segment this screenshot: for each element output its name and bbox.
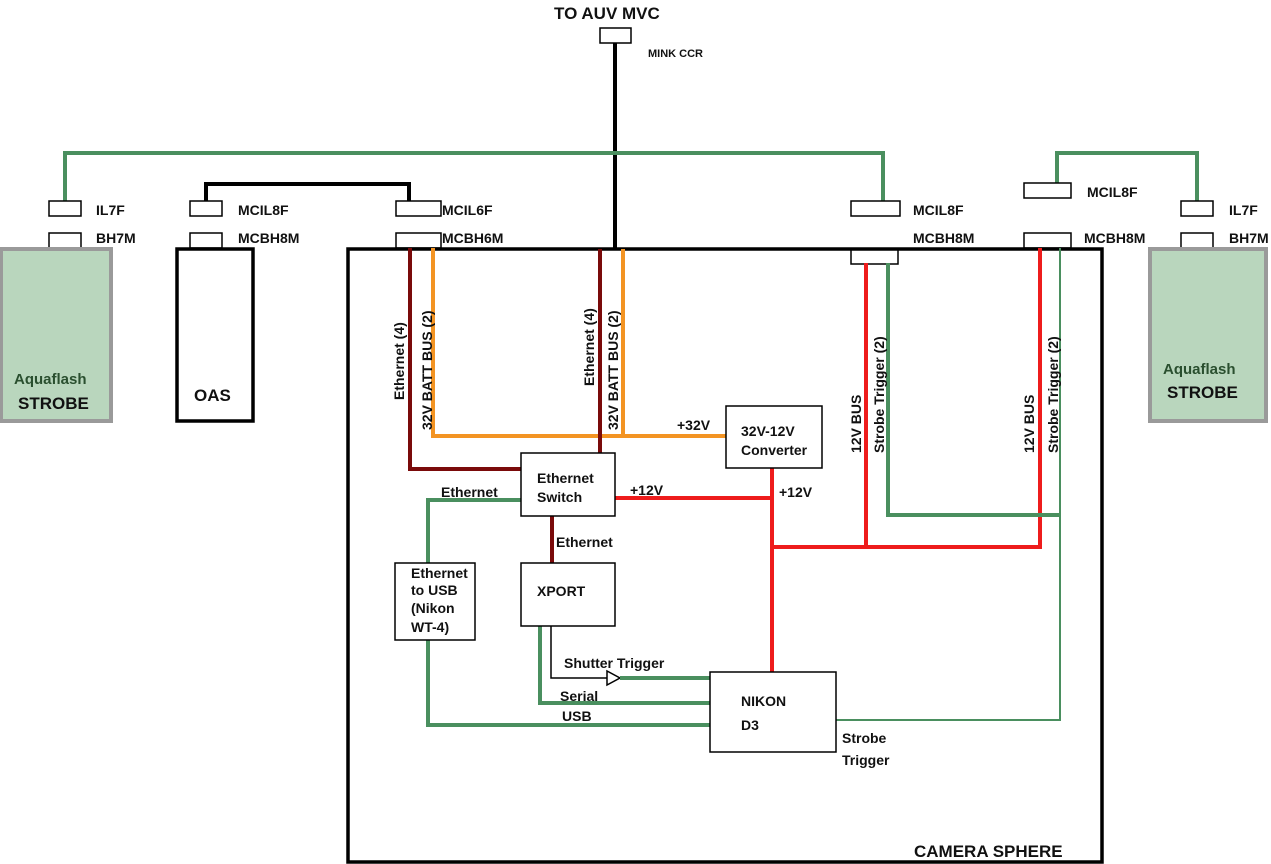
left-strobe-il7f-label: IL7F [96, 202, 125, 218]
shutter-trigger-label: Shutter Trigger [564, 655, 665, 671]
strobe-trigger-label-1: Strobe [842, 730, 887, 746]
strobe-trigger-label-2: Trigger [842, 752, 890, 768]
converter-box [725, 405, 823, 469]
usb-wire [426, 640, 710, 727]
r1-12v-bus-label: 12V BUS [848, 395, 864, 453]
shutter-trigger-buffer-icon [606, 669, 622, 687]
12v-bus-wire [772, 248, 1042, 549]
top-green-bus [63, 151, 885, 201]
nikon-d3-box [709, 671, 837, 753]
sphere-mcbh6m-label: MCBH6M [442, 230, 503, 246]
mink-ccr-label: MINK CCR [648, 48, 703, 60]
sphere-mcil6f-connector [395, 200, 442, 217]
left-strobe-bh7m-connector [48, 232, 82, 249]
ethernet-left-label: Ethernet [441, 484, 498, 500]
right-strobe-il7f-connector [1180, 200, 1214, 217]
plus12-switch-label: +12V [630, 482, 664, 498]
sphere-mcil8f-connector [850, 200, 901, 217]
nikon-line1: NIKON [741, 693, 786, 709]
serial-label: Serial [560, 688, 598, 704]
left-strobe-name: Aquaflash [14, 371, 87, 388]
oas-unit [175, 247, 255, 423]
sphere-mcbh6m-connector [395, 232, 442, 249]
mid-batt-bus-label: 32V BATT BUS (2) [605, 310, 621, 430]
plus12-converter-label: +12V [779, 484, 813, 500]
sphere-mcbh8m-connector [850, 248, 899, 265]
switch-line2: Switch [537, 489, 582, 505]
converter-line2: Converter [741, 442, 808, 458]
mink-ccr-connector [599, 27, 632, 44]
oas-mcil8f-connector [189, 200, 223, 217]
nikon-line2: D3 [741, 717, 759, 733]
oas-mcbh8m-connector [189, 232, 223, 249]
right-strobe-il7f-label: IL7F [1229, 202, 1258, 218]
camera-sphere-label: CAMERA SPHERE [914, 842, 1063, 861]
strobe-trigger-wire [886, 263, 1060, 517]
right-aquaflash-strobe [1148, 247, 1268, 423]
right-strobe-mcbh8m-label: MCBH8M [1084, 230, 1145, 246]
oas-label: OAS [194, 386, 231, 405]
right-strobe-bh7m-connector [1180, 232, 1214, 249]
right-strobe-type: STROBE [1167, 383, 1238, 402]
eth-usb-line3: (Nikon [411, 600, 455, 616]
mid-ethernet-bus-label: Ethernet (4) [581, 308, 597, 386]
sphere-mcil8f-label: MCIL8F [913, 202, 964, 218]
right-strobe-mcbh8m-connector [1023, 232, 1072, 249]
oas-mcbh8m-label: MCBH8M [238, 230, 299, 246]
plus32-label: +32V [677, 417, 711, 433]
right-strobe-mcil8f-connector [1023, 182, 1072, 199]
right-strobe-green-link [1055, 151, 1199, 201]
left-batt-bus-label: 32V BATT BUS (2) [419, 310, 435, 430]
serial-wire [538, 626, 710, 705]
switch-line1: Ethernet [537, 470, 594, 486]
right-strobe-name: Aquaflash [1163, 361, 1236, 378]
left-strobe-type: STROBE [18, 394, 89, 413]
left-strobe-il7f-connector [48, 200, 82, 217]
oas-mcil8f-label: MCIL8F [238, 202, 289, 218]
strobe-trigger-thin-wire [836, 248, 1061, 721]
switch-eth-usb-wire [426, 498, 521, 563]
sphere-mcil6f-label: MCIL6F [442, 202, 493, 218]
xport-label: XPORT [537, 583, 586, 599]
ethernet-switch-box [520, 452, 616, 517]
right-strobe-mcil8f-label: MCIL8F [1087, 184, 1138, 200]
usb-label: USB [562, 708, 592, 724]
camera-sphere-enclosure [346, 247, 1104, 864]
r2-12v-bus-label: 12V BUS [1021, 395, 1037, 453]
sphere-mcbh8m-label: MCBH8M [913, 230, 974, 246]
eth-usb-line2: to USB [411, 582, 458, 598]
to-auv-mvc-label: TO AUV MVC [554, 4, 660, 23]
eth-usb-box [394, 562, 476, 641]
r1-strobe-trigger-label: Strobe Trigger (2) [871, 336, 887, 453]
oas-black-link [204, 182, 411, 201]
left-32v-wire [431, 248, 726, 438]
ethernet-down-label: Ethernet [556, 534, 613, 550]
left-aquaflash-strobe [0, 247, 113, 423]
left-strobe-bh7m-label: BH7M [96, 230, 136, 246]
eth-usb-line1: Ethernet [411, 565, 468, 581]
converter-line1: 32V-12V [741, 423, 795, 439]
left-ethernet-bus-label: Ethernet (4) [391, 322, 407, 400]
eth-usb-line4: WT-4) [411, 619, 449, 635]
r2-strobe-trigger-label: Strobe Trigger (2) [1045, 336, 1061, 453]
xport-box [520, 562, 616, 627]
left-ethernet-wire [408, 248, 521, 471]
right-strobe-bh7m-label: BH7M [1229, 230, 1269, 246]
shutter-trigger-wire [550, 626, 607, 679]
